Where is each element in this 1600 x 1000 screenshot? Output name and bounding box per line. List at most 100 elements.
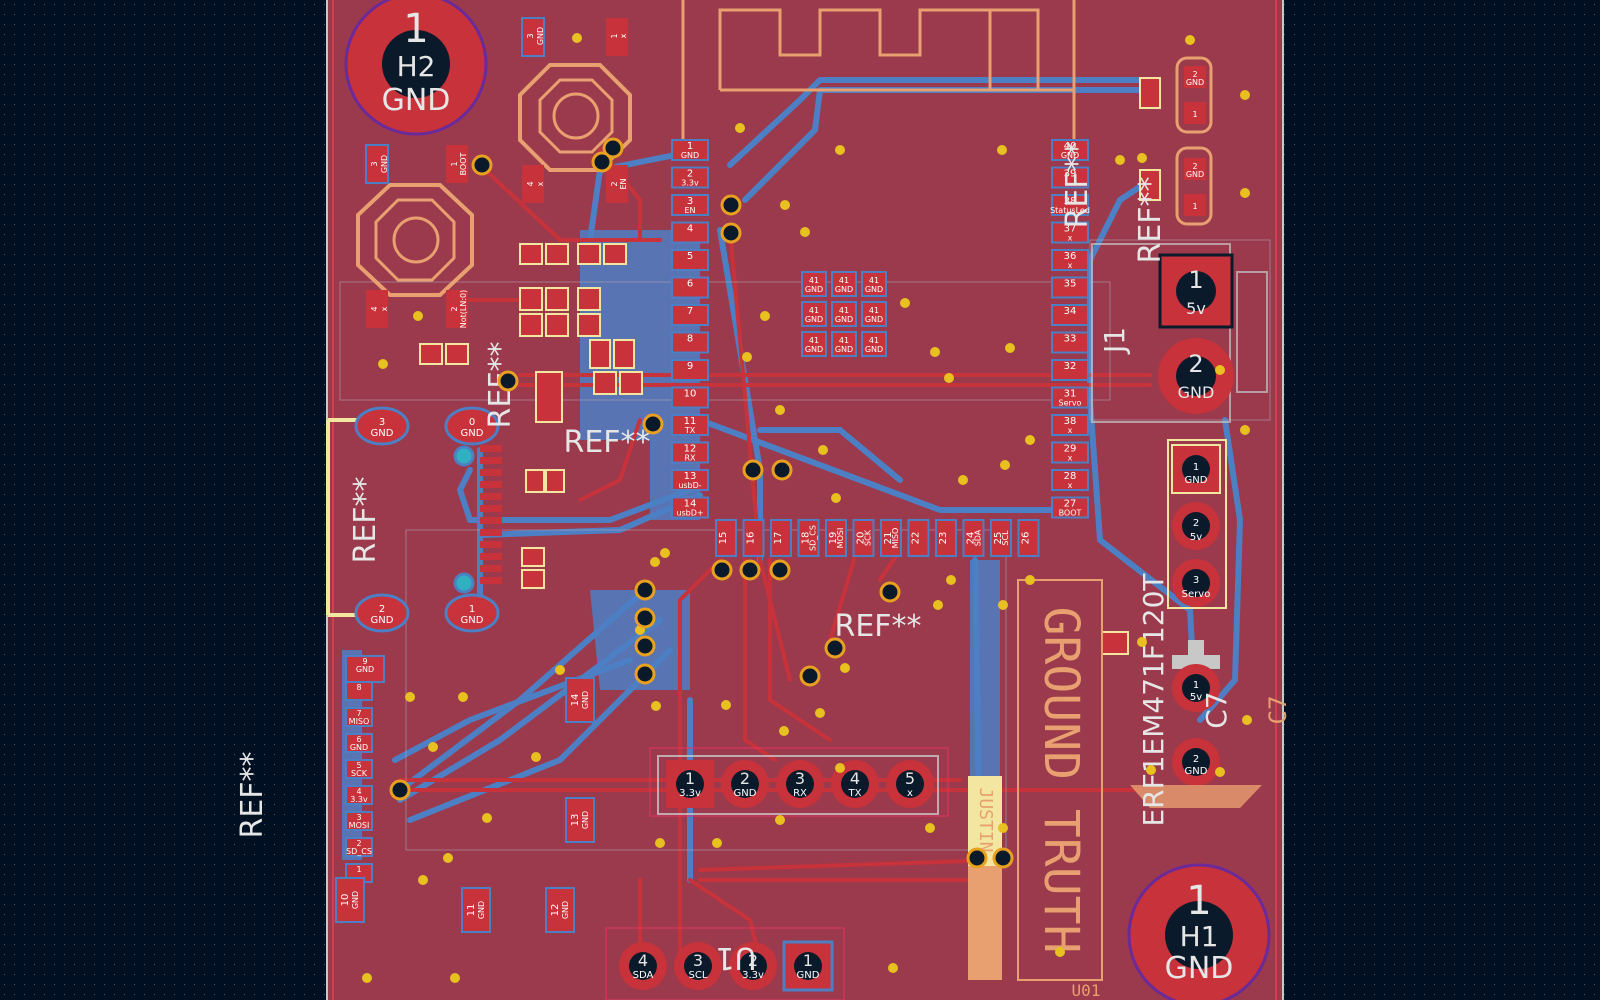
esp32-pad[interactable]: 15: [715, 519, 737, 557]
i2c-pin[interactable]: 23.3v: [729, 942, 777, 990]
sd-pin[interactable]: 43.3v: [345, 785, 373, 805]
esp32-pad[interactable]: 16: [742, 519, 765, 557]
mounting-hole-h2[interactable]: 1 H2 GND: [344, 0, 488, 136]
servo-header[interactable]: 1 GND 2 5v 3 Servo: [1167, 439, 1227, 609]
uart-pin[interactable]: 3RX: [776, 760, 824, 808]
justin-text: JUSTIN: [975, 787, 996, 852]
esp32-pad[interactable]: 35: [1051, 276, 1089, 299]
esp32-pad[interactable]: 39: [1051, 166, 1089, 189]
esp32-pad[interactable]: 32: [1051, 359, 1089, 381]
usb-connector[interactable]: 3 GND 0 GND 2 GND 1 GND: [326, 406, 502, 633]
esp32-pad[interactable]: 23.3v: [671, 166, 709, 189]
button-en[interactable]: 3 GND 1 x 4 x 2 EN: [518, 17, 632, 203]
pad-net: x: [1068, 426, 1073, 435]
pad-number: 1: [687, 141, 693, 152]
sd-pin[interactable]: 8: [345, 681, 373, 701]
esp32-pad[interactable]: 3EN: [671, 194, 709, 216]
esp32-pad[interactable]: 17: [770, 519, 792, 557]
esp32-pad[interactable]: 6: [671, 276, 709, 299]
uart-pin[interactable]: 5x: [886, 760, 934, 808]
pad-number: 24: [966, 532, 977, 545]
esp32-pad[interactable]: 34: [1051, 304, 1089, 326]
esp32-pad[interactable]: 8: [671, 331, 709, 354]
pad-net: GND: [865, 315, 883, 324]
esp32-pad[interactable]: 28x: [1051, 469, 1089, 491]
pad-number: 41: [869, 336, 879, 345]
sd-pin[interactable]: 2SD_CS: [345, 837, 373, 857]
esp32-pad[interactable]: 37x: [1051, 221, 1089, 244]
pin-net: 3.3v: [679, 788, 701, 799]
esp32-pad[interactable]: 29x: [1051, 441, 1089, 464]
esp32-ground-pad-array[interactable]: 41GND41GND41GND41GND41GND41GND41GND41GND…: [801, 271, 887, 357]
pad-number: 16: [746, 532, 757, 545]
esp32-pad[interactable]: 5: [671, 249, 709, 271]
status-leds[interactable]: 2 GND 1 2 GND 1: [1139, 56, 1213, 226]
esp32-pad[interactable]: 22: [907, 519, 930, 557]
esp32-pad[interactable]: 36x: [1051, 249, 1089, 271]
esp32-pad[interactable]: 4: [671, 221, 709, 244]
via: [1185, 35, 1195, 45]
pad-number: 41: [869, 276, 879, 285]
esp32-pad[interactable]: 10: [671, 386, 709, 409]
capacitor-c7[interactable]: 1 5v 2 GND C7 C7 ERF1EM471F120T: [1130, 573, 1292, 827]
smd-passives[interactable]: [419, 243, 1129, 655]
esp32-pad[interactable]: 26: [1017, 519, 1040, 557]
esp32-pad[interactable]: 23: [935, 519, 957, 557]
esp32-pad[interactable]: 38x: [1051, 414, 1089, 436]
connector-j1[interactable]: 1 5v 2 GND J1: [1091, 243, 1268, 423]
mounting-hole-h1[interactable]: 1 H1 GND: [1127, 863, 1271, 1000]
via: [1146, 765, 1156, 775]
uart-pin[interactable]: 13.3v: [666, 760, 714, 808]
pad-net: SD_CS: [809, 525, 818, 551]
esp32-pad[interactable]: 7: [671, 304, 709, 326]
esp32-pad[interactable]: 9: [671, 359, 709, 381]
esp32-pad[interactable]: 33: [1051, 331, 1089, 354]
button-boot[interactable]: 3 GND 1 BOOT 4 x 2 Not(LN:0): [356, 144, 474, 328]
